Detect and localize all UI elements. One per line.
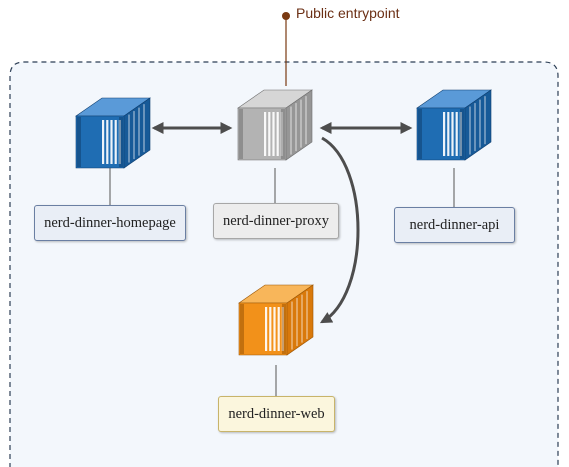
container-icon xyxy=(416,89,492,161)
node-label-proxy: nerd-dinner-proxy xyxy=(213,203,339,239)
container-icon xyxy=(238,284,314,356)
node-label-api: nerd-dinner-api xyxy=(394,207,515,243)
network-zone xyxy=(9,61,559,467)
edge-proxy-web xyxy=(319,136,360,324)
entrypoint-label: Public entrypoint xyxy=(296,5,400,21)
node-label-homepage: nerd-dinner-homepage xyxy=(34,205,186,241)
node-label-web: nerd-dinner-web xyxy=(218,396,335,432)
container-icon xyxy=(237,89,313,161)
entrypoint-dot xyxy=(282,12,290,20)
container-icon xyxy=(75,97,151,169)
